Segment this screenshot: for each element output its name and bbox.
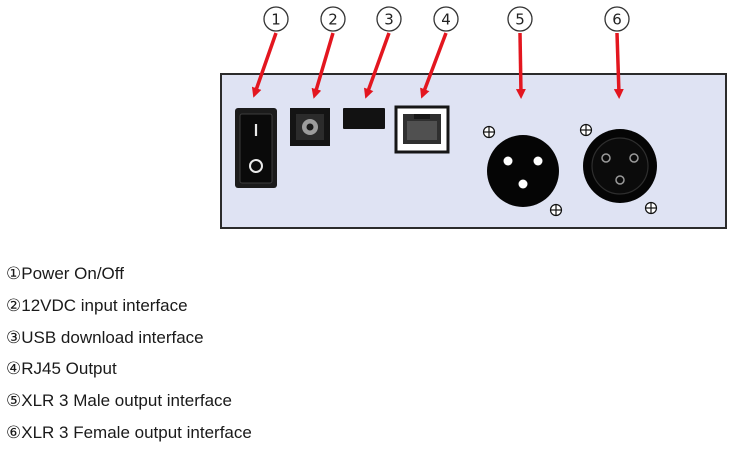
- callout-5: 5: [507, 6, 533, 32]
- callout-4-arrow: [420, 32, 448, 99]
- callout-1: 1: [263, 6, 289, 32]
- rj45-port-icon: [394, 105, 450, 154]
- callout-2: 2: [320, 6, 346, 32]
- legend-item: ③USB download interface: [6, 322, 252, 354]
- legend-marker: ⑥: [6, 422, 22, 442]
- connector-panel-diagram: 1 2 3 4 5 6: [220, 6, 727, 229]
- screw-icon: [644, 201, 658, 215]
- xlr-male-icon: [487, 135, 559, 207]
- callout-4: 4: [433, 6, 459, 32]
- callout-6: 6: [604, 6, 630, 32]
- legend-marker: ③: [6, 327, 22, 347]
- connector-legend: ①Power On/Off ②12VDC input interface ③US…: [6, 258, 252, 449]
- legend-text: 12VDC input interface: [21, 295, 188, 315]
- legend-text: USB download interface: [21, 327, 204, 347]
- power-switch-icon: [235, 108, 277, 188]
- callout-1-arrow: [251, 32, 278, 98]
- callout-5-number: 5: [515, 11, 525, 29]
- legend-item: ②12VDC input interface: [6, 290, 252, 322]
- callout-5-arrow: [515, 32, 526, 99]
- legend-text: RJ45 Output: [21, 359, 117, 379]
- legend-marker: ⑤: [6, 391, 22, 411]
- legend-item: ⑤XLR 3 Male output interface: [6, 385, 252, 417]
- callout-3-arrow: [363, 32, 391, 99]
- legend-text: XLR 3 Male output interface: [21, 391, 232, 411]
- legend-marker: ②: [6, 295, 22, 315]
- callout-6-number: 6: [612, 11, 622, 29]
- callout-2-arrow: [311, 32, 335, 99]
- callout-3: 3: [376, 6, 402, 32]
- usb-port-icon: [343, 108, 385, 129]
- legend-marker: ④: [6, 359, 22, 379]
- callout-6-arrow: [613, 32, 624, 99]
- callout-2-number: 2: [328, 11, 338, 29]
- dc-jack-icon: [290, 108, 330, 146]
- callout-4-number: 4: [441, 11, 451, 29]
- screw-icon: [482, 125, 496, 139]
- callout-1-number: 1: [271, 11, 281, 29]
- screw-icon: [549, 203, 563, 217]
- legend-item: ④RJ45 Output: [6, 353, 252, 385]
- legend-item: ⑥XLR 3 Female output interface: [6, 417, 252, 449]
- legend-text: Power On/Off: [21, 264, 124, 283]
- legend-text: XLR 3 Female output interface: [21, 422, 252, 442]
- screw-icon: [579, 123, 593, 137]
- xlr-female-icon: [583, 129, 657, 203]
- legend-marker: ①: [6, 264, 22, 283]
- legend-item: ①Power On/Off: [6, 258, 252, 290]
- callout-3-number: 3: [384, 11, 394, 29]
